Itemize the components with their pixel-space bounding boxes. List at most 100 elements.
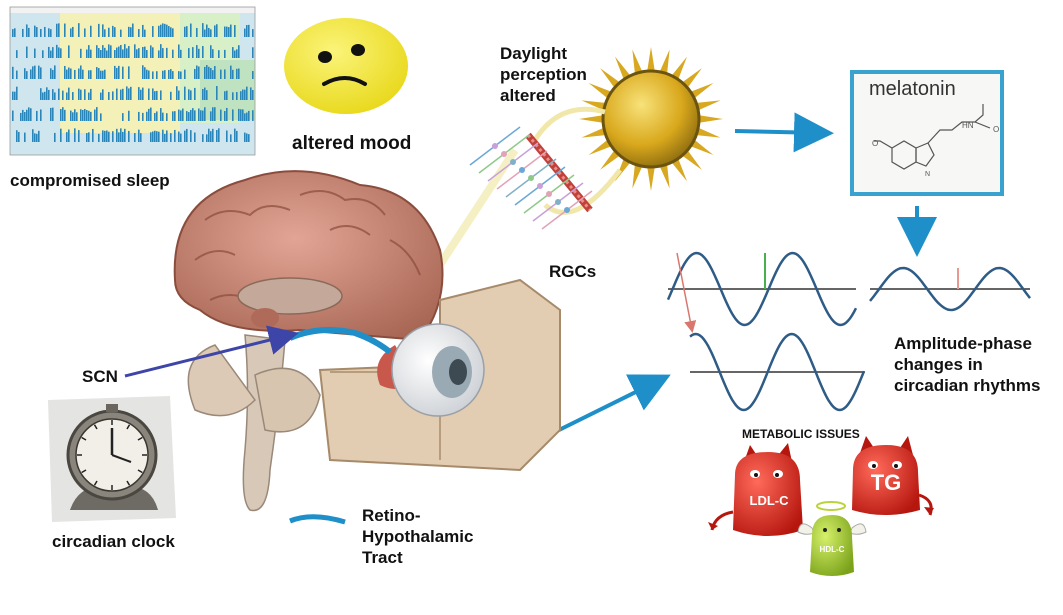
activity-bar [96,67,98,79]
activity-bar [240,91,242,100]
activity-bar [198,66,200,79]
activity-bar [168,69,170,79]
activity-bar [24,132,26,142]
activity-bar [230,24,232,37]
activity-bar [76,112,78,121]
activity-bar [108,27,110,37]
activity-bar [234,50,236,58]
activity-bar [200,110,202,121]
activity-bar [170,133,172,142]
activity-bar [238,68,240,79]
activity-bar [246,86,248,100]
activity-bar [58,47,60,58]
activity-bar [88,70,90,79]
retina-cell [501,151,507,157]
activity-bar [188,89,190,100]
activity-bar [12,66,14,79]
activity-bar [34,48,36,58]
actogram-chart [9,6,256,156]
activity-bar [224,49,226,58]
activity-bar [138,111,140,121]
activity-bar [56,23,58,37]
activity-bar [74,109,76,121]
activity-bar [240,109,242,121]
activity-bar [124,128,126,142]
activity-bar [102,130,104,142]
activity-bar [154,130,156,142]
activity-bar [202,46,204,58]
activity-bar [112,131,114,142]
activity-bar [12,91,14,100]
activity-bar [182,108,184,121]
activity-bar [218,128,220,142]
daylight-label: Daylight perception altered [500,43,587,106]
circadian-rhythm-waves [666,251,1031,412]
sun-ray [615,56,632,82]
activity-bar [108,92,110,100]
activity-bar [208,128,210,142]
activity-bar [84,108,86,121]
activity-bar [80,65,82,79]
activity-bar [108,44,110,58]
activity-bar [238,45,240,58]
arrow-eye-to-rhythms [554,374,671,434]
activity-bar [236,92,238,100]
sun-ray [658,162,670,189]
activity-bar [232,47,234,58]
activity-bar [64,109,66,121]
activity-bar [166,130,168,142]
activity-bar [38,130,40,142]
activity-bar [68,129,70,142]
activity-bar [140,133,142,142]
activity-bar [152,47,154,58]
sun-ray [646,47,656,74]
clock-tick [81,436,87,441]
activity-bar [36,110,38,121]
sad-face-icon [284,18,408,114]
activity-bar [98,48,100,58]
sun-ray [688,138,714,155]
activity-bar [52,107,54,121]
activity-bar [116,67,118,79]
activity-bar [98,133,100,142]
activity-bar [138,29,140,37]
activity-bar [184,69,186,79]
activity-bar [122,66,124,79]
activity-bar [100,92,102,100]
activity-bar [246,25,248,37]
retina-cell [510,159,516,165]
rht-line-2: Hypothalamic [362,527,474,546]
activity-bar [216,86,218,100]
circadian-clock-label: circadian clock [52,532,175,551]
activity-bar [116,47,118,58]
activity-bar [252,47,254,58]
activity-bar [134,44,136,58]
activity-bar [212,70,214,79]
activity-bar [150,107,152,121]
activity-bar [98,23,100,37]
rht-line-3: Tract [362,548,403,567]
activity-bar [88,45,90,58]
activity-bar [208,27,210,37]
devil-icon [708,443,803,536]
retina-cell [528,175,534,181]
activity-bar [120,45,122,58]
activity-bar [184,86,186,100]
activity-bar [36,27,38,37]
activity-bar [54,92,56,100]
activity-bar [226,26,228,37]
activity-bar [186,111,188,121]
activity-bar [96,45,98,58]
activity-bar [68,45,70,58]
activity-bar [44,91,46,100]
activity-bar [246,112,248,121]
activity-bar [134,133,136,142]
activity-bar [174,111,176,121]
clock-tick [93,424,98,430]
activity-bar [242,109,244,121]
activity-bar [74,69,76,79]
activity-bar [66,69,68,79]
activity-bar [130,86,132,100]
activity-bar [52,89,54,100]
activity-bar [194,87,196,100]
